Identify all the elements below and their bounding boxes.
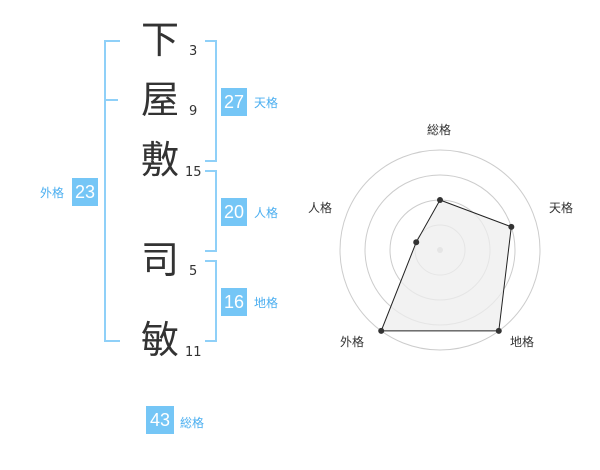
kanji-5: 敏 <box>140 318 179 362</box>
stroke-count-1: 3 <box>189 44 198 59</box>
kanji-2: 屋 <box>140 78 179 122</box>
radar-point-3 <box>378 327 385 334</box>
gaikaku-label: 外格 <box>40 186 65 200</box>
soukaku-badge: 43 <box>146 406 174 434</box>
gaikaku-bracket <box>104 40 120 342</box>
tenkaku-label: 天格 <box>254 96 279 110</box>
radar-label-gaikaku: 外格 <box>340 335 365 349</box>
soukaku-label: 総格 <box>180 416 205 430</box>
stroke-count-2: 9 <box>189 104 198 119</box>
kanji-3: 敷 <box>140 138 179 182</box>
tenkaku-bracket <box>205 40 217 162</box>
gaikaku-badge: 23 <box>72 178 98 206</box>
radar-point-2 <box>495 327 502 334</box>
radar-label-chikaku: 地格 <box>510 335 535 349</box>
jinkaku-bracket <box>205 170 217 252</box>
chikaku-label: 地格 <box>254 296 279 310</box>
stroke-count-5: 11 <box>185 345 202 360</box>
chikaku-badge: 16 <box>221 288 247 316</box>
radar-label-soukaku: 総格 <box>427 123 452 137</box>
kanji-1: 下 <box>140 18 179 62</box>
radar-point-4 <box>413 239 420 246</box>
kanji-4: 司 <box>140 238 179 282</box>
radar-polygon <box>380 199 512 332</box>
stroke-count-4: 5 <box>189 264 198 279</box>
jinkaku-badge: 20 <box>221 198 247 226</box>
gaikaku-mid-tick <box>104 99 118 101</box>
stroke-count-3: 15 <box>185 165 202 180</box>
radar-label-tenkaku: 天格 <box>549 201 574 215</box>
jinkaku-label: 人格 <box>254 206 279 220</box>
radar-point-1 <box>508 223 515 230</box>
tenkaku-badge: 27 <box>221 88 247 116</box>
chikaku-bracket <box>205 260 217 342</box>
radar-point-0 <box>437 197 443 203</box>
radar-label-jinkaku: 人格 <box>308 201 333 215</box>
radar-grid-ring <box>339 149 541 351</box>
